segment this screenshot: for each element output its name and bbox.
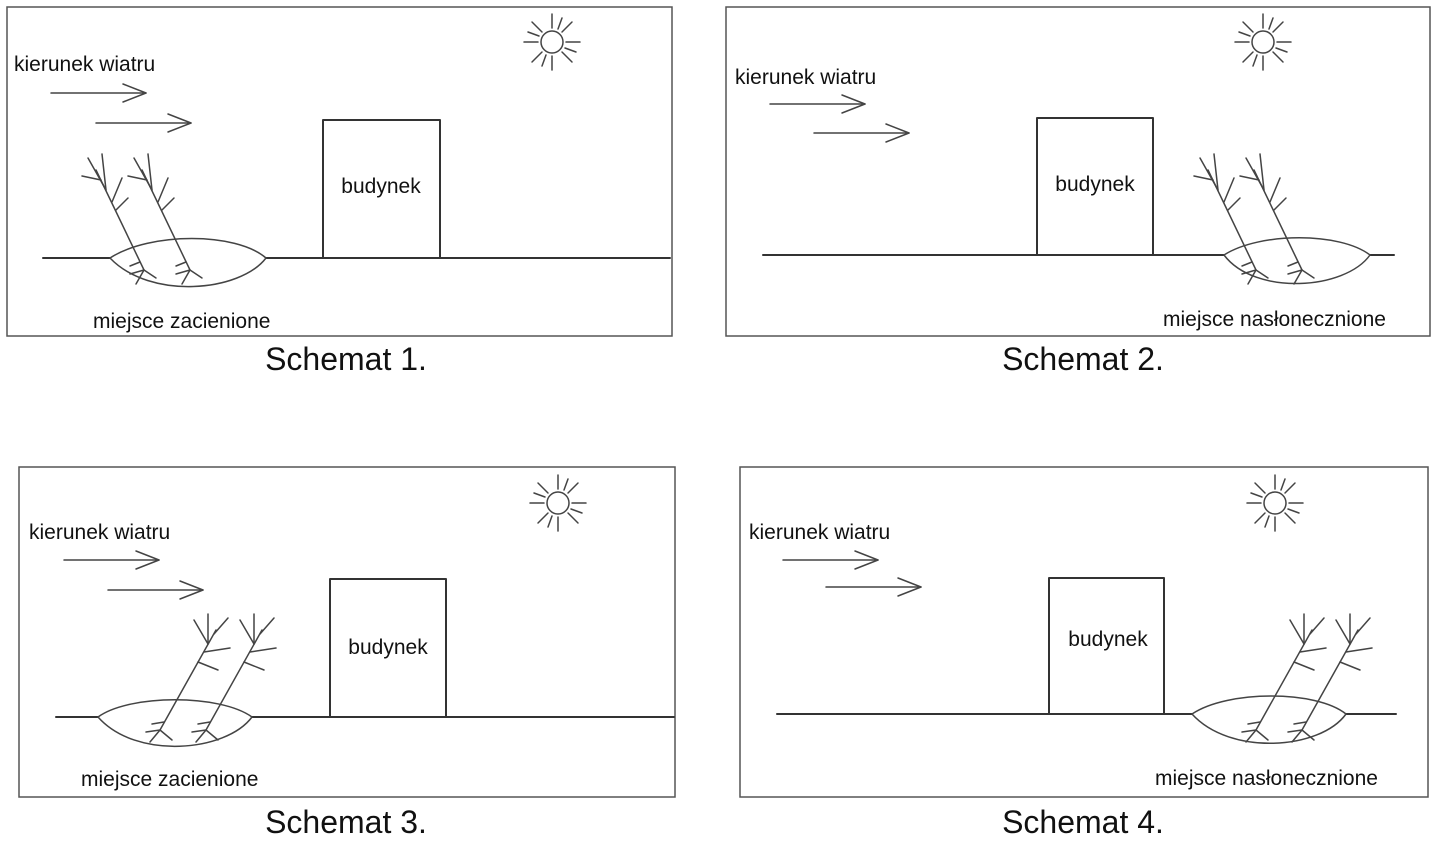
- scheme-4: kierunek wiatru budynek miejsce nasłonec…: [739, 466, 1429, 840]
- scheme-3: kierunek wiatru budynek miejsce zacienio…: [18, 466, 676, 840]
- pit-label: miejsce zacienione: [93, 310, 270, 333]
- wind-label: kierunek wiatru: [735, 66, 876, 89]
- scheme-frame: [6, 6, 673, 337]
- wind-label: kierunek wiatru: [749, 521, 890, 544]
- building: [322, 119, 441, 259]
- arrow-right-icon: [50, 83, 147, 103]
- arrow-right-icon: [782, 550, 879, 570]
- building: [1048, 577, 1165, 715]
- scheme-caption: Schemat 1.: [265, 341, 427, 377]
- building-label: budynek: [1068, 628, 1148, 651]
- planting-pit: [109, 237, 267, 288]
- scheme-frame: [739, 466, 1429, 798]
- scheme-caption: Schemat 4.: [1002, 804, 1164, 840]
- arrow-right-icon: [63, 550, 160, 570]
- scheme-frame: [18, 466, 676, 798]
- pit-label: miejsce nasłonecznione: [1163, 308, 1386, 331]
- arrow-right-icon: [769, 94, 866, 114]
- seedling-icon: [1241, 613, 1327, 743]
- planting-pit: [1223, 237, 1371, 285]
- building-label: budynek: [341, 175, 421, 198]
- scheme-caption: Schemat 2.: [1002, 341, 1164, 377]
- pit-label: miejsce nasłonecznione: [1155, 767, 1378, 790]
- scheme-frame: [725, 6, 1431, 337]
- scheme-2: kierunek wiatru budynek miejsce nasłonec…: [725, 6, 1431, 377]
- wind-label: kierunek wiatru: [14, 53, 155, 76]
- arrow-right-icon: [95, 113, 192, 133]
- planting-pit: [1191, 695, 1347, 744]
- sun-icon: [1246, 474, 1304, 532]
- building-label: budynek: [1055, 173, 1135, 196]
- arrow-right-icon: [825, 577, 922, 597]
- seedling-icon: [191, 613, 277, 743]
- arrow-right-icon: [813, 123, 910, 143]
- pit-label: miejsce zacienione: [81, 768, 258, 791]
- wind-label: kierunek wiatru: [29, 521, 170, 544]
- arrow-right-icon: [107, 580, 204, 600]
- seedling-icon: [145, 613, 231, 743]
- seedling-icon: [1239, 153, 1315, 285]
- sun-icon: [529, 474, 587, 532]
- seedling-icon: [127, 153, 203, 285]
- seedling-icon: [1193, 153, 1269, 285]
- seedling-icon: [81, 153, 157, 285]
- scheme-1: kierunek wiatru budynek miejsce zacienio…: [6, 6, 673, 377]
- scheme-caption: Schemat 3.: [265, 804, 427, 840]
- building-label: budynek: [348, 636, 428, 659]
- seedling-icon: [1287, 613, 1373, 743]
- building: [329, 578, 447, 718]
- sun-icon: [1234, 13, 1292, 71]
- sun-icon: [523, 13, 581, 71]
- planting-pit: [97, 699, 253, 747]
- building: [1036, 117, 1154, 256]
